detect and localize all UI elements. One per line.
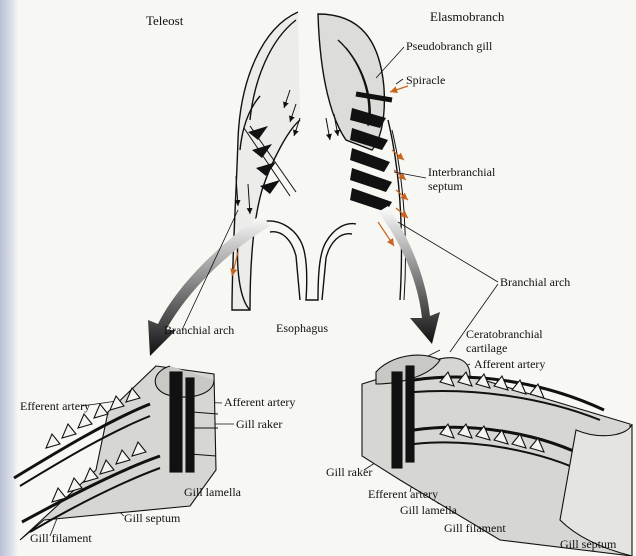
label-branchial-arch-left: Branchial arch [164,323,235,337]
label-ceratobranchial-1: Ceratobranchial [466,327,543,341]
big-arrow-left [148,214,270,356]
label-gill-raker-left: Gill raker [236,417,283,431]
label-interbranchial-2: septum [428,179,463,193]
teleost-gill-detail [13,365,219,541]
title-elasmobranch: Elasmobranch [430,9,505,24]
label-gill-filament-left: Gill filament [30,531,92,545]
label-gill-septum-left: Gill septum [124,511,181,525]
label-efferent-artery-right: Efferent artery [368,487,439,501]
water-flow-arrows-black [234,89,340,215]
water-flow-arrows-orange [230,85,409,277]
label-efferent-artery-left: Efferent artery [20,399,91,413]
title-teleost: Teleost [146,13,184,28]
label-gill-filament-right: Gill filament [444,521,506,535]
big-arrow-right [378,206,440,344]
label-afferent-artery-left: Afferent artery [224,395,296,409]
elasmobranch-section [317,13,406,301]
label-gill-septum-right: Gill septum [560,537,617,551]
label-spiracle: Spiracle [406,73,446,87]
label-pseudobranch-gill: Pseudobranch gill [406,39,493,53]
label-interbranchial-1: Interbranchial [428,165,496,179]
page-edge-shadow [0,0,18,556]
elasmobranch-gill-detail [361,354,633,556]
label-branchial-arch-right: Branchial arch [500,275,571,289]
label-gill-lamella-right: Gill lamella [400,503,457,517]
label-gill-lamella-left: Gill lamella [184,485,241,499]
label-ceratobranchial-2: cartilage [466,341,508,355]
esophagus-outline [261,220,357,301]
teleost-section [231,11,301,311]
label-gill-raker-right: Gill raker [326,465,373,479]
label-esophagus: Esophagus [276,321,328,335]
label-afferent-artery-right: Afferent artery [474,357,546,371]
